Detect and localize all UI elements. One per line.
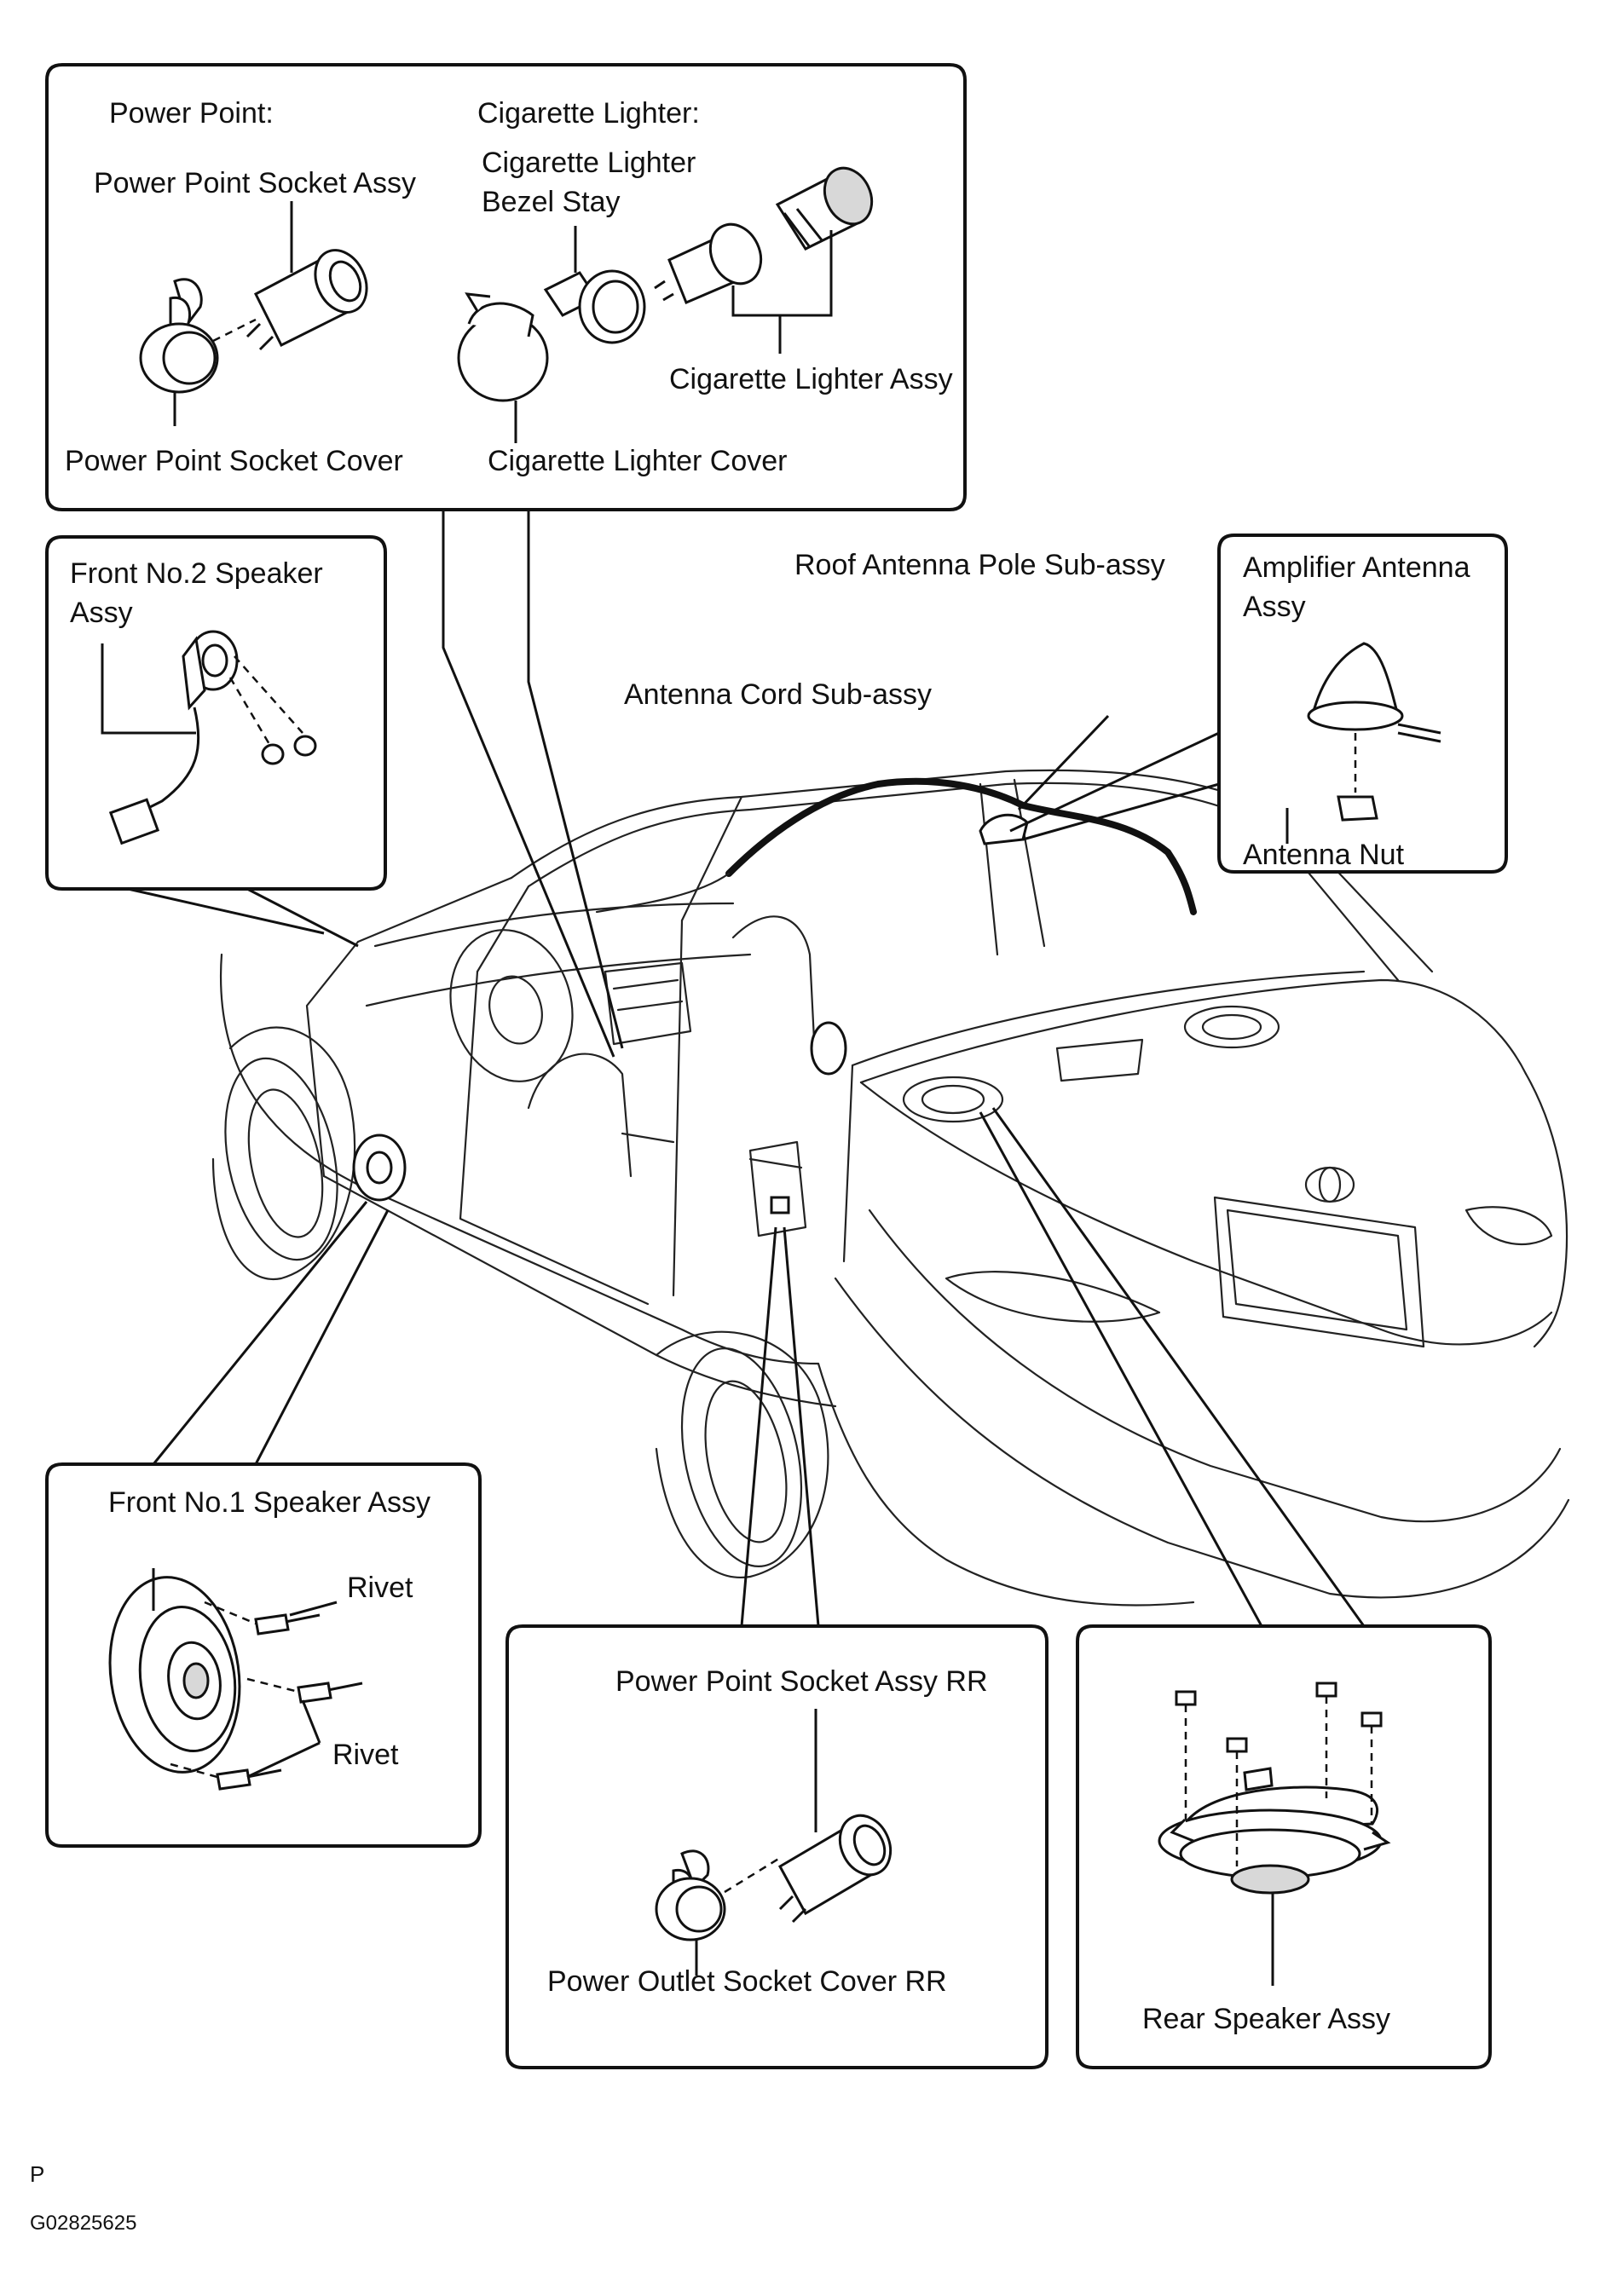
- cigarette-lighter-socket-drawing: [654, 222, 763, 304]
- front-no1-speaker-drawing: [108, 1576, 363, 1791]
- label-power-point-socket-cover: Power Point Socket Cover: [65, 445, 403, 477]
- cigarette-lighter-plug-drawing: [775, 166, 874, 251]
- label-power-point-socket-assy: Power Point Socket Assy: [94, 167, 416, 199]
- label-antenna-nut: Antenna Nut: [1243, 839, 1405, 871]
- label-rear-speaker-assy: Rear Speaker Assy: [1142, 2003, 1391, 2035]
- antenna-cord-route: [725, 777, 1197, 915]
- label-front-no2-speaker-assy: Front No.2 Speaker Assy: [70, 557, 323, 629]
- power-point-socket-drawing: [246, 249, 368, 351]
- label-cigarette-lighter-assy: Cigarette Lighter Assy: [669, 363, 953, 395]
- label-cigarette-lighter-cover: Cigarette Lighter Cover: [488, 445, 788, 477]
- power-point-rr-drawing: [655, 1814, 893, 1941]
- label-antenna-cord-sub-assy: Antenna Cord Sub-assy: [624, 678, 932, 711]
- label-front-no1-speaker-assy: Front No.1 Speaker Assy: [108, 1486, 430, 1519]
- label-roof-antenna-pole-sub-assy: Roof Antenna Pole Sub-assy: [794, 549, 1165, 581]
- label-rivet-upper: Rivet: [347, 1572, 413, 1604]
- power-point-heading: Power Point:: [109, 97, 274, 130]
- front-no2-speaker-panel-frame: [45, 535, 387, 891]
- power-point-socket-cover-drawing: [139, 278, 219, 394]
- footer-code: G02825625: [30, 2212, 137, 2235]
- power-point-panel-frame: [45, 63, 967, 511]
- label-power-outlet-socket-cover-rr: Power Outlet Socket Cover RR: [547, 1965, 947, 1998]
- footer-mark: P: [30, 2161, 45, 2187]
- power-point-rr-panel-frame: [505, 1624, 1049, 2069]
- rear-speaker-drawing: [1158, 1682, 1391, 1895]
- cigarette-lighter-cover-drawing: [457, 292, 549, 402]
- label-rivet-lower: Rivet: [332, 1739, 399, 1771]
- label-cigarette-lighter-bezel-stay: Cigarette Lighter Bezel Stay: [482, 147, 696, 218]
- cigarette-lighter-heading: Cigarette Lighter:: [477, 97, 700, 130]
- bezel-stay-drawing: [543, 269, 646, 344]
- car-outline: [211, 769, 1570, 1607]
- label-power-point-socket-assy-rr: Power Point Socket Assy RR: [615, 1665, 988, 1698]
- label-amplifier-antenna-assy: Amplifier Antenna Assy: [1243, 551, 1470, 623]
- amplifier-antenna-drawing: [1307, 642, 1441, 822]
- front-no2-speaker-drawing: [108, 630, 317, 845]
